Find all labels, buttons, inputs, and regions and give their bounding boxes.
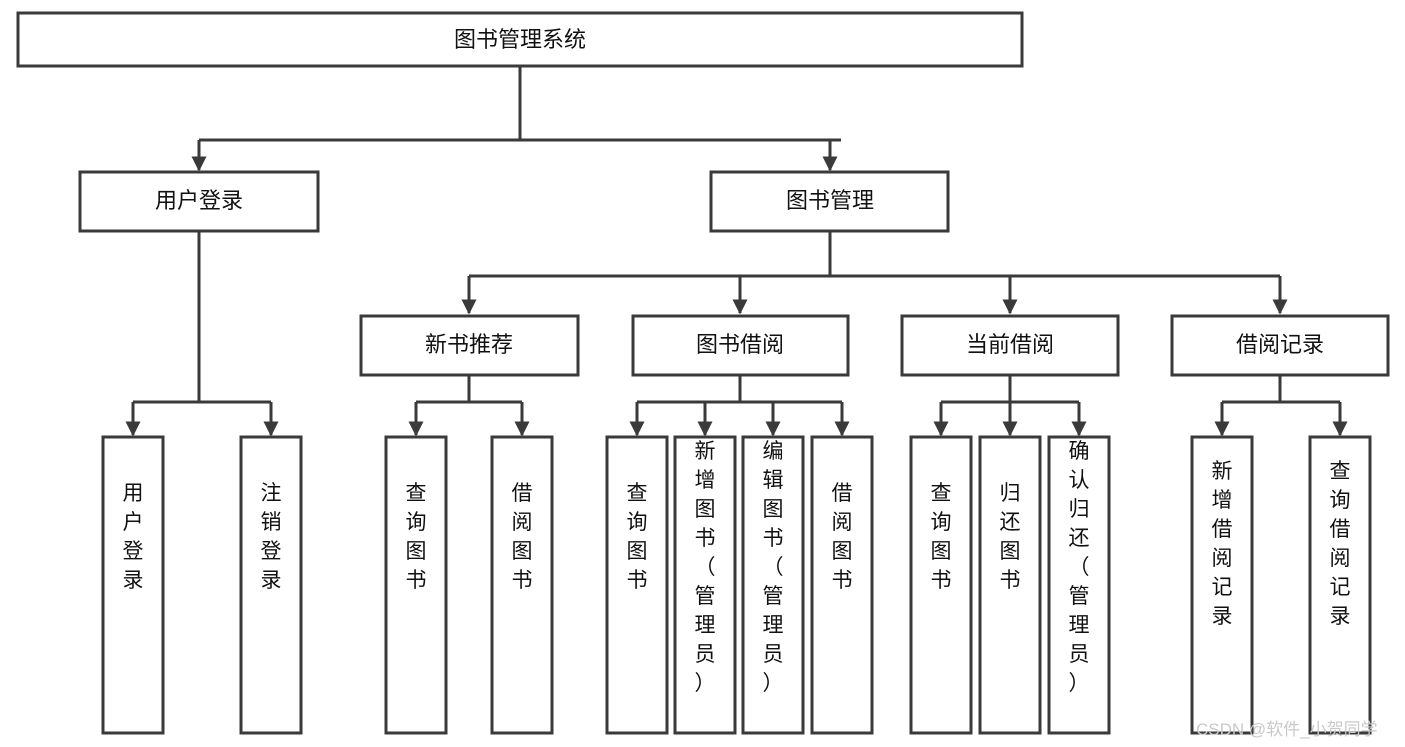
leaf-book-borrow-2[interactable]: 编辑图书（管理员） bbox=[741, 435, 805, 735]
leaf-box[interactable] bbox=[741, 435, 805, 735]
leaf-box[interactable] bbox=[101, 435, 165, 735]
leaf-user-login-0[interactable]: 用户登录 bbox=[101, 435, 165, 735]
current-borrow-box[interactable] bbox=[900, 314, 1120, 377]
csdn-watermark: CSDN @软件_小贺同学 bbox=[1196, 720, 1378, 739]
leaf-user-login-1[interactable]: 注销登录 bbox=[239, 435, 303, 735]
node-book-borrow[interactable]: 图书借阅 bbox=[631, 314, 850, 377]
leaf-new-book-1[interactable]: 借阅图书 bbox=[490, 435, 554, 735]
borrow-record-label: 借阅记录 bbox=[1236, 332, 1324, 357]
leaf-label: 查询借阅记录 bbox=[1330, 460, 1351, 628]
leaf-label: 借阅图书 bbox=[512, 482, 533, 592]
leaf-box[interactable] bbox=[1308, 435, 1372, 735]
leaf-label: 注销登录 bbox=[261, 482, 282, 592]
new-book-recommend-box[interactable] bbox=[359, 314, 580, 377]
leaf-borrow-record-1[interactable]: 查询借阅记录 bbox=[1308, 435, 1372, 735]
leaf-label: 查询图书 bbox=[931, 482, 952, 592]
book-borrow-box[interactable] bbox=[631, 314, 850, 377]
node-user-login[interactable]: 用户登录 bbox=[78, 170, 320, 233]
book-management-label: 图书管理 bbox=[786, 188, 874, 213]
new-book-recommend-label: 新书推荐 bbox=[425, 332, 513, 357]
leaf-box[interactable] bbox=[909, 435, 973, 735]
leaf-borrow-record-0[interactable]: 新增借阅记录 bbox=[1190, 435, 1254, 735]
leaf-label: 查询图书 bbox=[627, 482, 648, 592]
leaf-label: 编辑图书（管理员） bbox=[763, 440, 784, 695]
root-label: 图书管理系统 bbox=[454, 27, 586, 52]
leaf-box[interactable] bbox=[673, 435, 737, 735]
book-management-box[interactable] bbox=[709, 170, 950, 233]
borrow-record-box[interactable] bbox=[1170, 314, 1390, 377]
node-current-borrow[interactable]: 当前借阅 bbox=[900, 314, 1120, 377]
leaf-box[interactable] bbox=[384, 435, 448, 735]
edges-newbook-to-leaves bbox=[408, 375, 530, 437]
user-login-label: 用户登录 bbox=[155, 188, 243, 213]
current-borrow-label: 当前借阅 bbox=[966, 332, 1054, 357]
leaf-label: 新增借阅记录 bbox=[1212, 460, 1233, 628]
leaf-current-borrow-1[interactable]: 归还图书 bbox=[978, 435, 1042, 735]
leaf-current-borrow-2[interactable]: 确认归还（管理员） bbox=[1047, 435, 1111, 735]
user-login-box[interactable] bbox=[78, 170, 320, 233]
leaf-box[interactable] bbox=[1047, 435, 1111, 735]
node-root[interactable]: 图书管理系统 bbox=[16, 11, 1024, 68]
leaf-box[interactable] bbox=[605, 435, 669, 735]
leaf-label: 用户登录 bbox=[123, 482, 144, 592]
edges-bookborrow-to-leaves bbox=[629, 375, 850, 437]
leaf-label: 确认归还（管理员） bbox=[1069, 440, 1090, 695]
node-borrow-record[interactable]: 借阅记录 bbox=[1170, 314, 1390, 377]
leaf-label: 查询图书 bbox=[406, 482, 427, 592]
edges-borrowrecord-to-leaves bbox=[1214, 375, 1348, 437]
leaf-label: 新增图书（管理员） bbox=[695, 440, 716, 695]
root-box[interactable] bbox=[16, 11, 1024, 68]
leaf-label: 归还图书 bbox=[1000, 482, 1021, 592]
leaf-book-borrow-0[interactable]: 查询图书 bbox=[605, 435, 669, 735]
edges-bookmgmt-to-level3 bbox=[461, 231, 1288, 315]
leaf-box[interactable] bbox=[490, 435, 554, 735]
edges-root-to-level2 bbox=[191, 66, 841, 172]
leaf-current-borrow-0[interactable]: 查询图书 bbox=[909, 435, 973, 735]
leaf-box[interactable] bbox=[239, 435, 303, 735]
leaf-box[interactable] bbox=[1190, 435, 1254, 735]
leaf-book-borrow-3[interactable]: 借阅图书 bbox=[810, 435, 874, 735]
leaf-new-book-0[interactable]: 查询图书 bbox=[384, 435, 448, 735]
leaf-label: 借阅图书 bbox=[832, 482, 853, 592]
node-book-management[interactable]: 图书管理 bbox=[709, 170, 950, 233]
leaf-box[interactable] bbox=[810, 435, 874, 735]
leaf-box[interactable] bbox=[978, 435, 1042, 735]
edges-currentborrow-to-leaves bbox=[933, 375, 1087, 437]
book-borrow-label: 图书借阅 bbox=[696, 332, 784, 357]
node-new-book-recommend[interactable]: 新书推荐 bbox=[359, 314, 580, 377]
leaf-book-borrow-1[interactable]: 新增图书（管理员） bbox=[673, 435, 737, 735]
edges-userlogin-to-leaves bbox=[125, 231, 279, 437]
